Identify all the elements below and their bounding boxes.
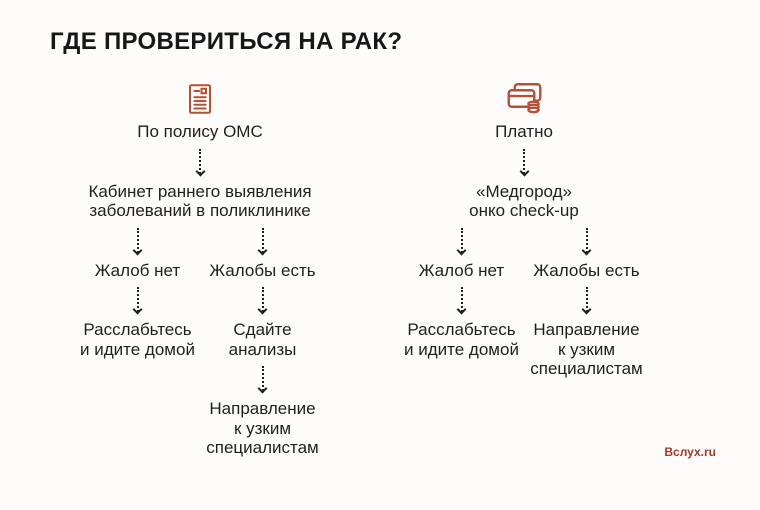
- flow-arrow: [257, 287, 268, 315]
- flow-arrow: [257, 227, 268, 256]
- arrow-head-icon: [581, 245, 592, 256]
- arrow-line: [199, 148, 201, 174]
- flow-arrow: [581, 287, 592, 315]
- condition-label: Жалоб нет: [94, 260, 181, 280]
- flow-arrow: [195, 148, 205, 176]
- arrow-line: [460, 227, 463, 253]
- arrow-line: [585, 287, 588, 313]
- arrow-head-icon: [132, 304, 143, 315]
- step-label: «Медгород»онко check-up: [469, 181, 579, 221]
- arrow-line: [585, 227, 588, 253]
- arrow-head-icon: [581, 304, 592, 315]
- paid-column: Платно «Медгород»онко check-up Жалоб нет…: [380, 82, 668, 379]
- arrow-head-icon: [195, 166, 205, 176]
- root-label: По полису ОМС: [137, 122, 263, 141]
- condition-label: Жалоб нет: [418, 260, 505, 280]
- flow-arrow: [456, 227, 467, 256]
- root-label: Платно: [495, 122, 553, 141]
- payment-cards-icon: [505, 82, 544, 118]
- page-title: ГДЕ ПРОВЕРИТЬСЯ НА РАК?: [50, 28, 403, 55]
- arrow-head-icon: [257, 383, 268, 394]
- flow-arrow: [132, 227, 143, 256]
- arrow-line: [261, 227, 264, 253]
- flow-arrow: [519, 148, 529, 176]
- flow-arrow: [257, 366, 268, 394]
- policy-document-icon: [185, 82, 215, 118]
- arrow-head-icon: [257, 245, 268, 256]
- arrow-line: [261, 366, 264, 392]
- flow-arrow: [132, 287, 143, 315]
- arrow-head-icon: [456, 245, 467, 256]
- watermark: Вслух.ru: [664, 445, 716, 459]
- flow-arrow: [581, 227, 592, 256]
- arrow-head-icon: [519, 166, 529, 176]
- arrow-head-icon: [456, 304, 467, 315]
- arrow-line: [136, 287, 139, 313]
- flow-arrow: [456, 287, 467, 315]
- condition-label: Жалобы есть: [533, 260, 640, 280]
- arrow-line: [136, 227, 139, 253]
- arrow-head-icon: [132, 245, 143, 256]
- arrow-line: [523, 148, 525, 174]
- condition-label: Жалобы есть: [209, 260, 316, 280]
- arrow-head-icon: [257, 304, 268, 315]
- arrow-line: [460, 287, 463, 313]
- arrow-line: [261, 287, 264, 313]
